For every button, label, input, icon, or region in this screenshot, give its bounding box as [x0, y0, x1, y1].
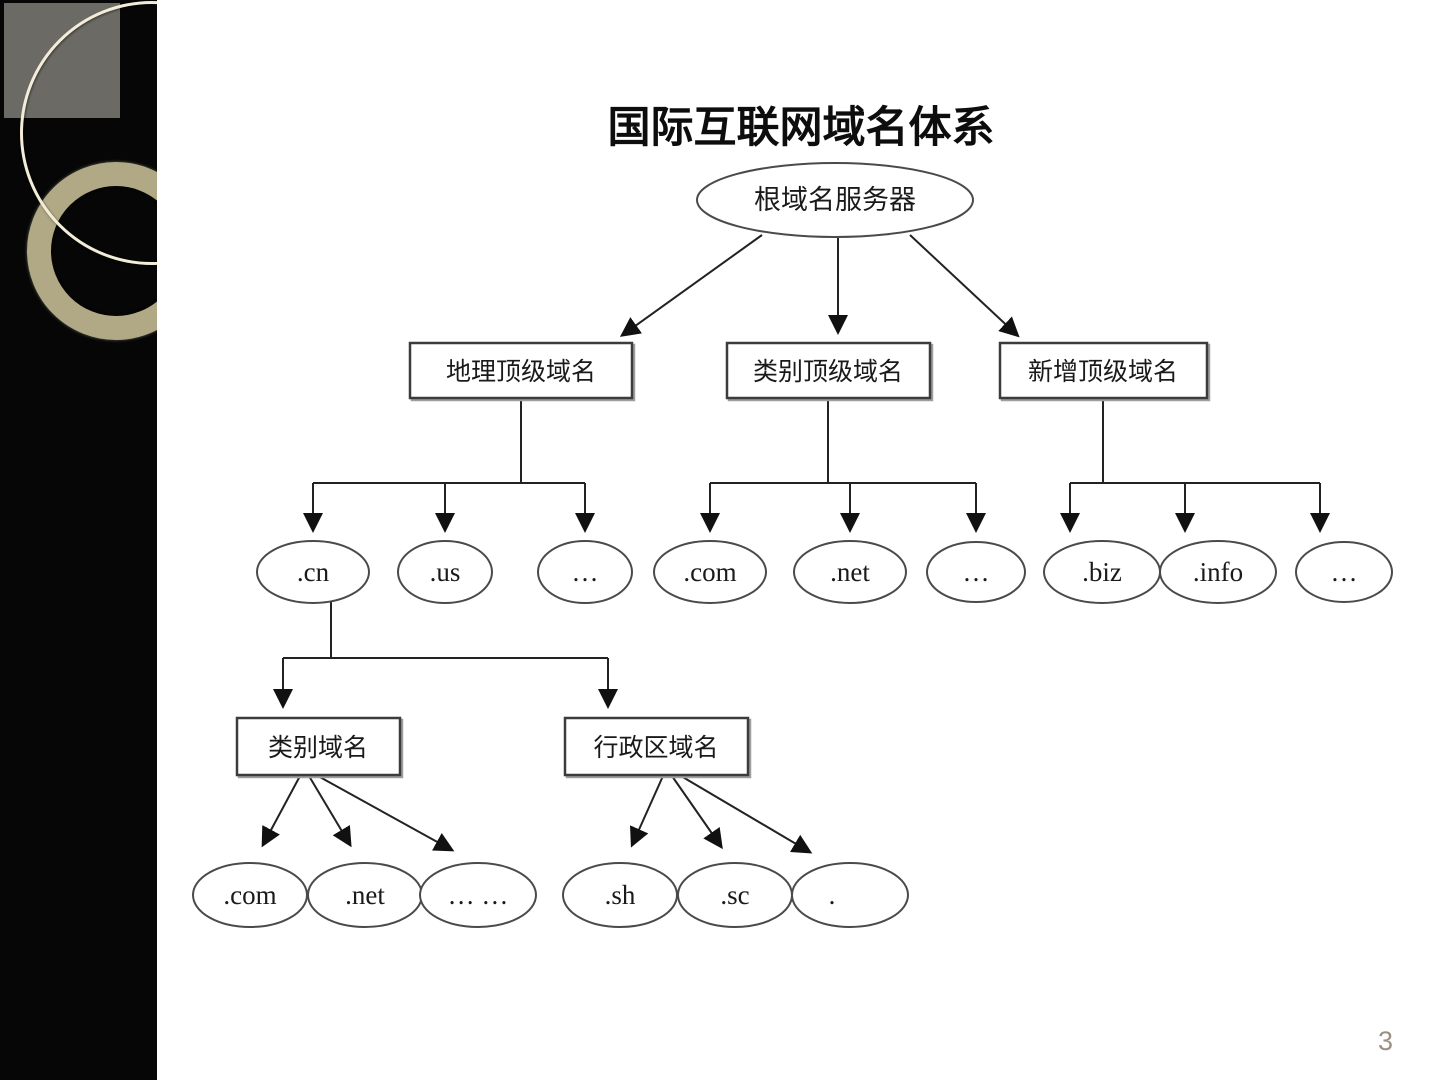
sub-sh-label: .sh	[605, 880, 636, 910]
node-category-domain: 类别域名	[235, 716, 402, 777]
sub-more-ellipse	[419, 862, 537, 928]
tld-us-label: .us	[430, 557, 461, 587]
sub-net-label: .net	[345, 880, 385, 910]
edge-admdom-to-dot	[680, 775, 813, 854]
tld-category-more-ellipse	[926, 541, 1026, 603]
tld-com-label: .com	[683, 557, 736, 587]
node-category-tld: 类别顶级域名	[725, 341, 932, 400]
root-label: 根域名服务器	[754, 185, 916, 215]
node-geo-tld: 地理顶级域名	[408, 341, 634, 400]
sub-dot-label: .	[829, 880, 836, 910]
edge-root-to-new	[909, 234, 1020, 338]
root-ellipse	[696, 162, 974, 238]
edge-catdom-to-more	[317, 775, 455, 852]
tld-net-label: .net	[830, 557, 870, 587]
tld-cn-label: .cn	[297, 557, 330, 587]
tld-category-more-label: …	[963, 557, 990, 587]
admin-region-domain-box	[563, 716, 750, 777]
tld-info-ellipse	[1159, 540, 1277, 604]
tld-net-ellipse	[793, 540, 907, 604]
tld-cn-ellipse	[256, 540, 370, 604]
node-sub-net: .net	[307, 862, 423, 928]
node-root-server: 根域名服务器	[696, 162, 974, 238]
page-number: 3	[1378, 1026, 1394, 1056]
sub-more-label: … …	[448, 880, 509, 910]
node-sub-sh: .sh	[562, 862, 678, 928]
node-tld-geo-more: …	[537, 540, 633, 604]
category-domain-label: 类别域名	[268, 734, 368, 762]
tld-new-more-ellipse	[1295, 541, 1393, 603]
node-tld-cn: .cn	[256, 540, 370, 604]
tld-new-more-label: …	[1331, 557, 1358, 587]
tld-geo-more-ellipse	[537, 540, 633, 604]
edge-admdom-to-sh	[630, 775, 664, 848]
tld-biz-label: .biz	[1082, 557, 1122, 587]
node-tld-info: .info	[1159, 540, 1277, 604]
node-sub-dot: .	[791, 862, 909, 928]
tld-com-ellipse	[653, 540, 767, 604]
decorative-sidebar	[0, 0, 157, 1080]
node-tld-us: .us	[397, 540, 493, 604]
category-tld-label: 类别顶级域名	[753, 358, 903, 386]
node-tld-new-more: …	[1295, 541, 1393, 603]
node-tld-com: .com	[653, 540, 767, 604]
sub-com-label: .com	[223, 880, 276, 910]
edge-catdom-to-com	[261, 775, 301, 848]
node-admin-region-domain: 行政区域名	[563, 716, 750, 777]
node-new-tld: 新增顶级域名	[998, 341, 1209, 400]
new-tld-box	[998, 341, 1209, 400]
edge-admdom-to-sc	[671, 775, 723, 850]
node-sub-com: .com	[192, 862, 308, 928]
sub-dot-ellipse	[791, 862, 909, 928]
geo-tld-label: 地理顶级域名	[446, 358, 596, 386]
edge-catdom-to-net	[308, 775, 352, 848]
new-tld-label: 新增顶级域名	[1028, 358, 1178, 386]
node-tld-biz: .biz	[1043, 540, 1161, 604]
tld-us-ellipse	[397, 540, 493, 604]
slide-title: 国际互联网域名体系	[608, 104, 995, 152]
node-sub-more: … …	[419, 862, 537, 928]
node-sub-sc: .sc	[677, 862, 793, 928]
sub-sc-label: .sc	[720, 880, 749, 910]
node-tld-category-more: …	[926, 541, 1026, 603]
tld-info-label: .info	[1193, 557, 1243, 587]
category-tld-box	[725, 341, 932, 400]
tld-geo-more-label: …	[572, 557, 599, 587]
edge-root-to-geo	[619, 234, 763, 337]
admin-region-domain-label: 行政区域名	[593, 734, 718, 762]
geo-tld-box	[408, 341, 634, 400]
node-tld-net: .net	[793, 540, 907, 604]
category-domain-box	[235, 716, 402, 777]
